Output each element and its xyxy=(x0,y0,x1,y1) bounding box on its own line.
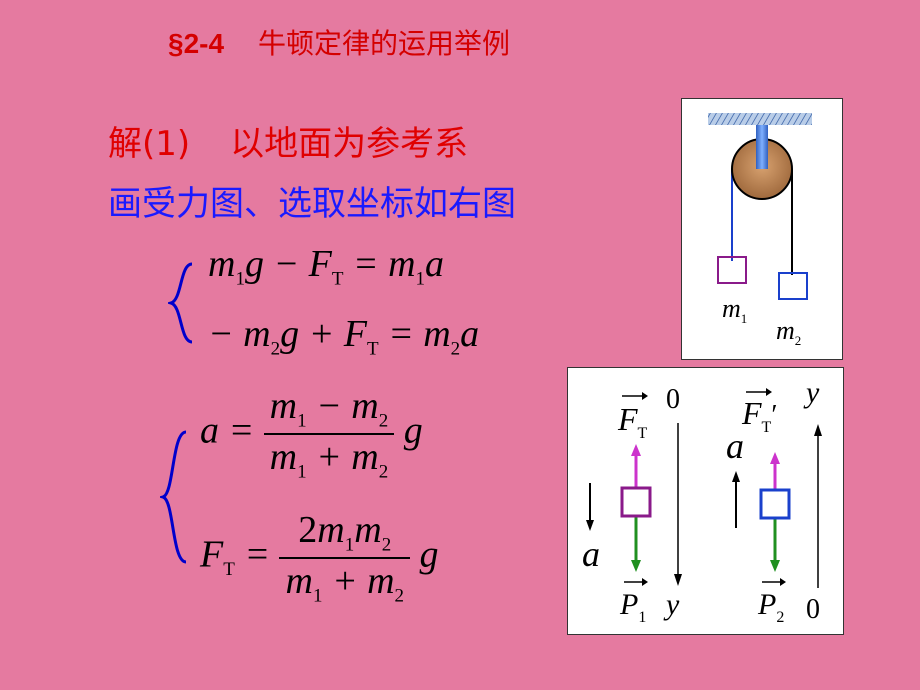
setup-text: 画受力图、选取坐标如右图 xyxy=(108,184,516,224)
block-m1 xyxy=(717,256,747,284)
equation-1: m1g − FT = m1a xyxy=(208,243,445,290)
label-m1: m1 xyxy=(722,294,747,326)
tension-label-left: FT xyxy=(617,401,648,442)
free-body-diagram: FT 0 a P1 y FT′ y a xyxy=(567,367,844,635)
free-body-left: FT 0 a P1 y xyxy=(582,384,682,626)
solution-heading: 解(1) 以地面为参考系 xyxy=(108,116,468,165)
weight-label-right: P2 xyxy=(757,588,784,626)
label-m2: m2 xyxy=(776,316,801,348)
pulley-axle xyxy=(756,125,768,169)
solution-label: 解(1) xyxy=(108,124,191,164)
block-m2 xyxy=(778,272,808,300)
brace-1 xyxy=(168,262,193,344)
pulley-drawing: m1 m2 xyxy=(708,113,812,348)
section-title: 牛顿定律的运用举例 xyxy=(258,27,511,60)
axis-arrow-left xyxy=(674,574,682,586)
accel-label-right: a xyxy=(726,426,744,466)
free-body-right: FT′ y a P2 0 xyxy=(726,376,822,626)
reference-frame-text: 以地面为参考系 xyxy=(230,124,469,164)
ceiling-support xyxy=(708,113,812,125)
axis-origin-right: 0 xyxy=(806,594,820,625)
axis-arrow-right xyxy=(814,424,822,436)
brace-2 xyxy=(160,430,187,564)
weight-label-left: P1 xyxy=(619,588,646,626)
body-m1 xyxy=(620,486,652,518)
axis-origin-left: 0 xyxy=(666,384,680,415)
accel-label-left: a xyxy=(582,534,600,574)
slide-header: §2-4 牛顿定律的运用举例 xyxy=(168,22,510,62)
equation-2: − m2g + FT = m2a xyxy=(208,313,480,360)
body-m2 xyxy=(759,488,791,520)
free-body-drawing: FT 0 a P1 y FT′ y a xyxy=(582,376,822,626)
axis-y-label-left: y xyxy=(663,588,680,621)
tension-label-right: FT′ xyxy=(741,395,777,436)
section-number: §2-4 xyxy=(168,28,225,59)
pulley-diagram: m1 m2 xyxy=(681,98,843,360)
axis-y-label-right: y xyxy=(803,376,820,409)
